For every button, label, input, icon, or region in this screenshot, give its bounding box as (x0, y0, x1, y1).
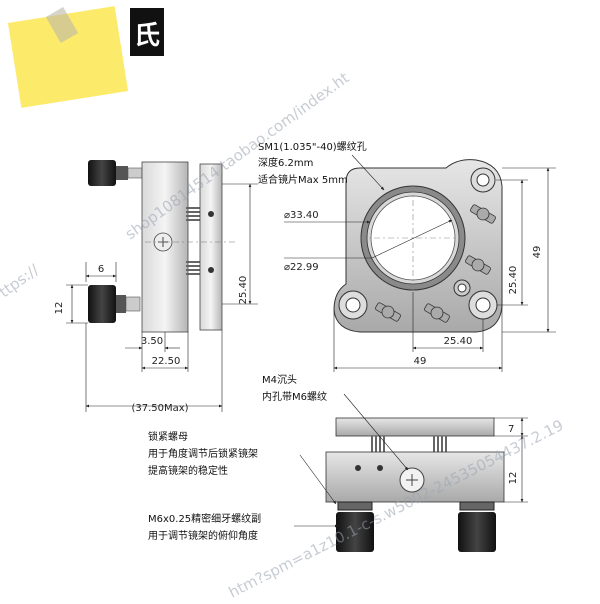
dim-25-40-right: 25.40 (508, 266, 519, 295)
header-glyph: 氏 (134, 21, 160, 51)
front-view: SM1(1.035"-40)螺纹孔 深度6.2mm 适合镜片Max 5mm ⌀3… (258, 140, 556, 372)
dim-49-bottom: 49 (414, 356, 427, 367)
bottom-view: M4沉头 内孔带M6螺纹 锁紧螺母 用于角度调节后锁紧镜架 提高镜架的稳定性 M… (148, 373, 528, 552)
dim-22-50: 22.50 (152, 356, 181, 367)
m6-thread-desc: 用于调节镜架的俯仰角度 (148, 529, 258, 542)
bottom-knob-left (336, 512, 374, 552)
adjuster-knob-top (88, 160, 143, 186)
lock-nut-title: 锁紧螺母 (148, 430, 188, 443)
dim-3-50: 3.50 (141, 336, 163, 347)
dim-37-50-max: (37.50Max) (131, 403, 188, 414)
dim-12-bottom: 12 (508, 472, 519, 485)
sm1-thread-note: SM1(1.035"-40)螺纹孔 (258, 140, 367, 153)
adjuster-knob-bottom (88, 285, 141, 323)
dia-22-99: ⌀22.99 (284, 262, 319, 273)
dim-6: 6 (98, 264, 104, 275)
header-block: 氏 (130, 8, 164, 56)
side-front-plate (199, 163, 223, 331)
dim-12-side: 12 (54, 302, 65, 315)
watermark-bottom: htm?spm=a1z10.1-c-s.w5002-24535054437.2.… (226, 416, 567, 600)
dim-25-40-bottom: 25.40 (444, 336, 473, 347)
dim-25-40-side: 25.40 (238, 276, 249, 305)
sm1-depth-note: 深度6.2mm (258, 156, 313, 169)
lock-nut-desc-1: 用于角度调节后锁紧镜架 (148, 447, 258, 460)
dim-49-right: 49 (532, 246, 543, 259)
bottom-top-plate (335, 417, 495, 437)
sm1-lens-note: 适合镜片Max 5mm (258, 173, 348, 186)
lock-nut-desc-2: 提高镜架的稳定性 (148, 464, 228, 477)
bottom-springs (371, 436, 447, 452)
sticky-note (7, 6, 129, 108)
m4-thread-note: 内孔带M6螺纹 (262, 390, 327, 403)
m4-counterbore-note: M4沉头 (262, 373, 297, 386)
m6-thread-note: M6x0.25精密细牙螺纹副 (148, 512, 261, 525)
lock-nut-right (459, 501, 495, 511)
side-view: 6 12 25.40 3.50 22.50 (37.50Max) (54, 160, 258, 414)
dim-7: 7 (508, 424, 514, 435)
dia-33-40: ⌀33.40 (284, 210, 319, 221)
springs (186, 207, 200, 275)
watermark-left: ttps:// (0, 260, 43, 301)
lock-nut-left (337, 501, 373, 511)
bottom-knob-right (458, 512, 496, 552)
locking-screws (375, 204, 496, 323)
